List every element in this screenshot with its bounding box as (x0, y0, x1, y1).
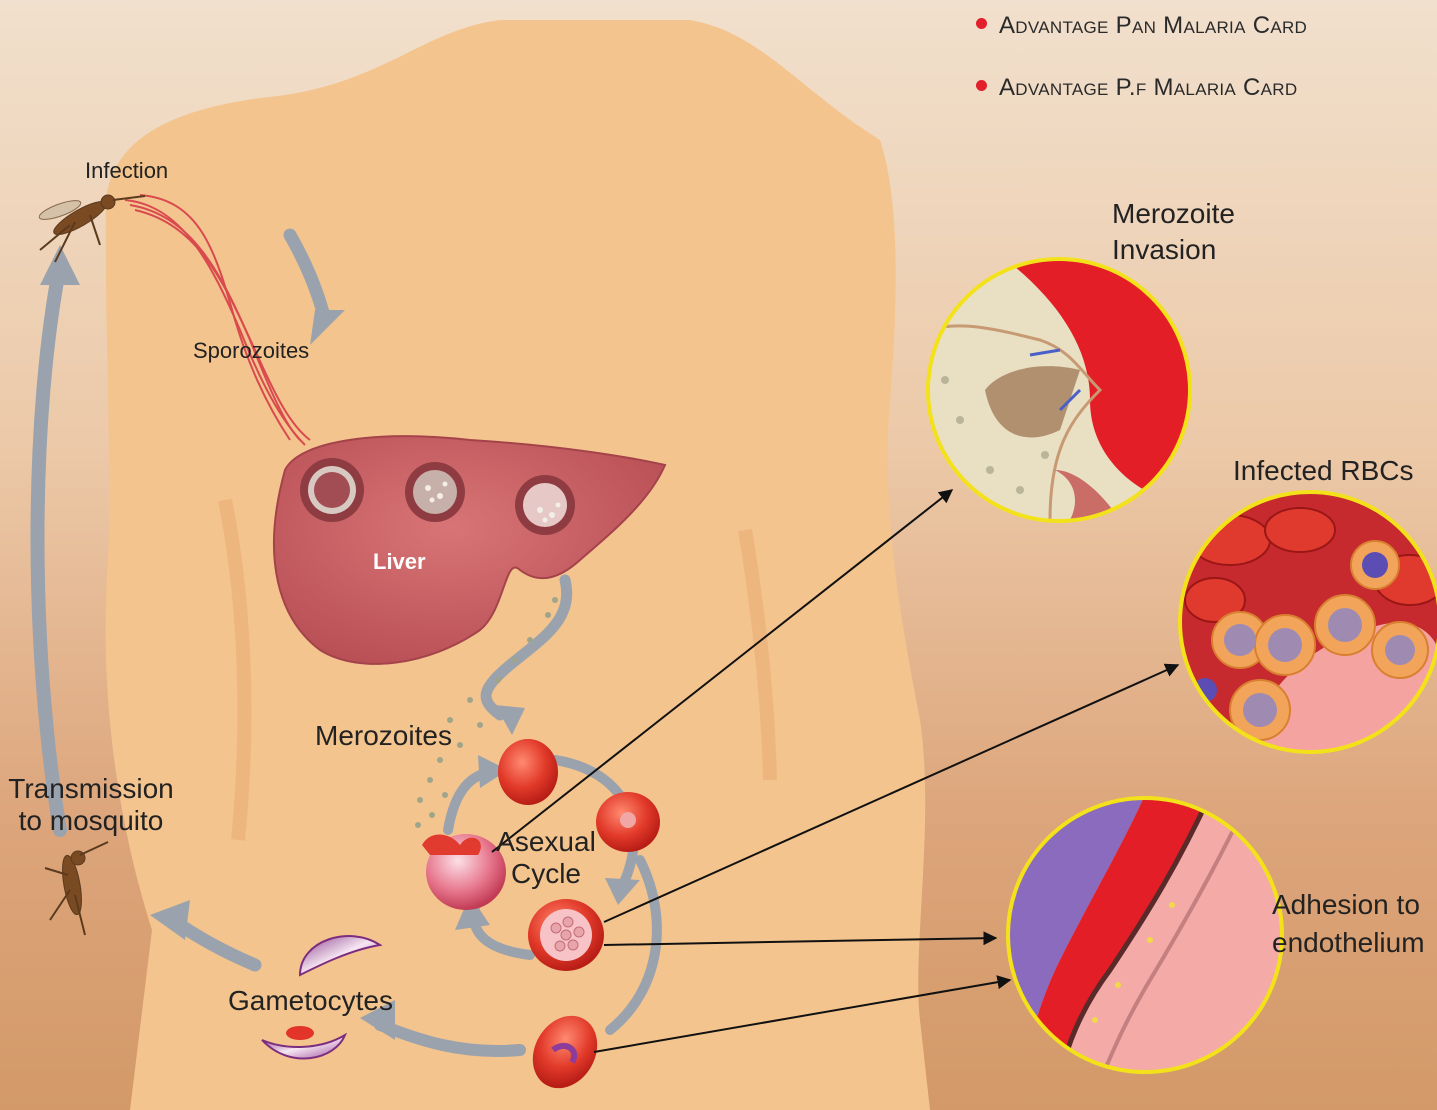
label-gametocytes: Gametocytes (228, 985, 393, 1017)
callout-adhesion (1005, 795, 1285, 1080)
label-asexual-cycle: Asexual Cycle (494, 826, 598, 890)
label-merozoite-invasion-line1: Merozoite (1112, 196, 1235, 232)
legend-label: Advantage Pan Malaria Card (999, 12, 1307, 39)
label-liver: Liver (373, 549, 426, 575)
label-asexual-line2: Cycle (494, 858, 598, 890)
label-adhesion-line2: endothelium (1272, 924, 1425, 962)
bullet-icon (976, 80, 987, 91)
label-adhesion: Adhesion to endothelium (1272, 886, 1425, 962)
legend-item-pan: Advantage Pan Malaria Card (976, 12, 1307, 40)
legend-item-pf: Advantage P.f Malaria Card (976, 74, 1297, 102)
callout-infected-rbcs (1175, 490, 1437, 760)
label-infected-rbcs: Infected RBCs (1233, 455, 1414, 487)
label-asexual-line1: Asexual (494, 826, 598, 858)
rbc-top (498, 739, 558, 805)
label-transmission-line2: to mosquito (6, 805, 176, 837)
label-transmission: Transmission to mosquito (6, 773, 176, 837)
mosquito-bottom-icon (45, 842, 108, 935)
label-transmission-line1: Transmission (6, 773, 176, 805)
legend-label: Advantage P.f Malaria Card (999, 74, 1297, 101)
label-infection: Infection (85, 158, 168, 184)
callout-merozoite-invasion (920, 250, 1200, 530)
label-merozoite-invasion-line2: Invasion (1112, 232, 1235, 268)
label-merozoites: Merozoites (315, 720, 452, 752)
label-merozoite-invasion: Merozoite Invasion (1112, 196, 1235, 268)
label-adhesion-line1: Adhesion to (1272, 886, 1425, 924)
bullet-icon (976, 18, 987, 29)
label-sporozoites: Sporozoites (193, 338, 309, 364)
